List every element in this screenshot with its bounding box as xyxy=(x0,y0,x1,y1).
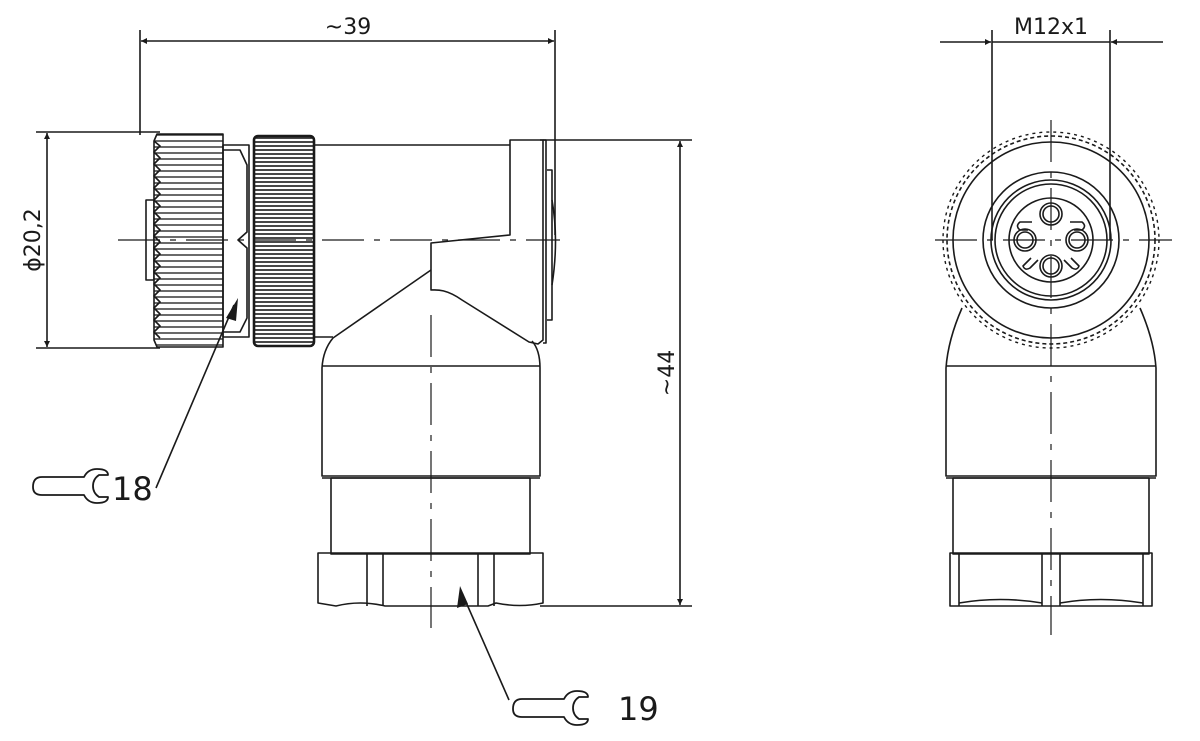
length-label: ~39 xyxy=(325,15,371,40)
callout-19: 19 xyxy=(618,690,659,728)
wrench-icon xyxy=(512,690,589,726)
connector-body xyxy=(314,139,557,345)
front-view xyxy=(935,30,1172,635)
knurled-ring xyxy=(252,134,316,348)
diameter-label: ϕ20,2 xyxy=(21,208,46,272)
height-label: ~44 xyxy=(655,350,680,396)
wrench-icon xyxy=(32,468,109,504)
center-lines xyxy=(118,239,560,628)
leader-line-18 xyxy=(155,304,235,489)
callout-18: 18 xyxy=(112,470,153,508)
dimension-diameter xyxy=(36,131,160,349)
dimension-height xyxy=(540,139,692,607)
leader-line-19 xyxy=(461,592,510,701)
dimension-length xyxy=(139,30,556,235)
thread-label: M12x1 xyxy=(1014,15,1088,40)
side-view xyxy=(32,30,692,726)
front-center-lines xyxy=(935,120,1172,635)
